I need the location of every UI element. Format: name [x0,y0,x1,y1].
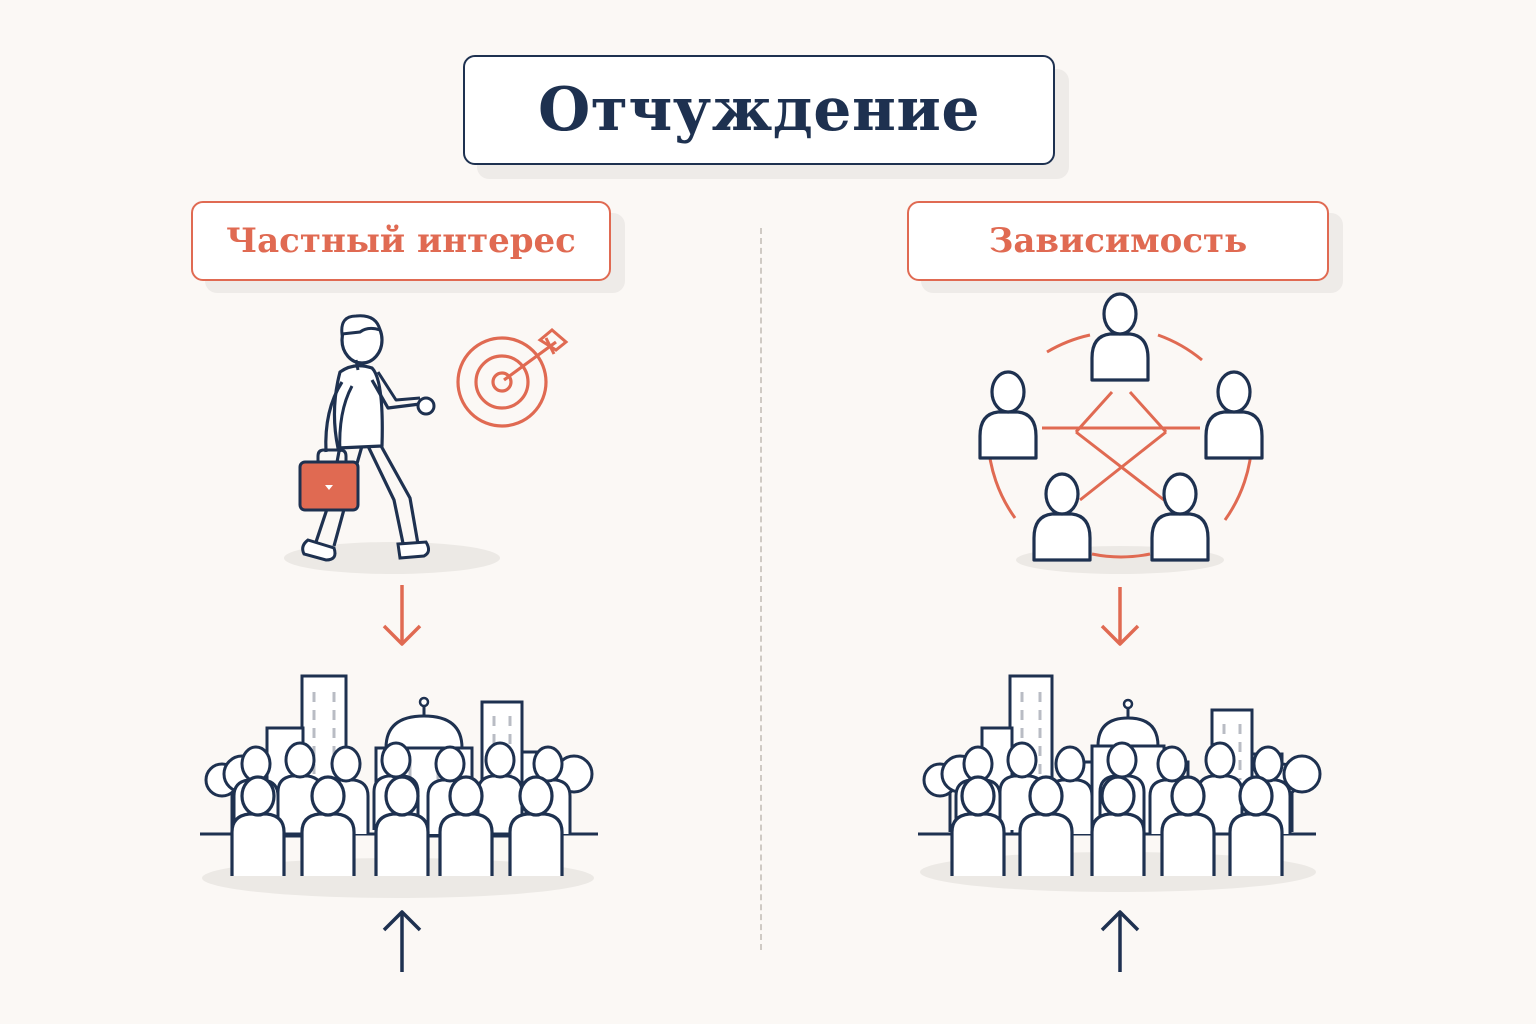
label-dependence: Зависимость [907,201,1329,281]
arrow-up-icon [1100,910,1140,972]
label-dependence-text: Зависимость [988,221,1248,261]
city-crowd-icon [918,674,1322,892]
city-crowd-icon [200,674,598,898]
arrow-down-icon [382,585,422,646]
label-private-interest: Частный интерес [191,201,611,281]
label-private-interest-text: Частный интерес [226,221,576,261]
page-title: Отчуждение [537,75,981,145]
target-icon [456,328,569,428]
network-people-icon [978,292,1264,574]
title-box: Отчуждение [463,55,1055,165]
center-divider [760,228,762,950]
briefcase-icon [298,448,360,512]
arrow-down-icon [1100,587,1140,646]
arrow-up-icon [382,910,422,972]
